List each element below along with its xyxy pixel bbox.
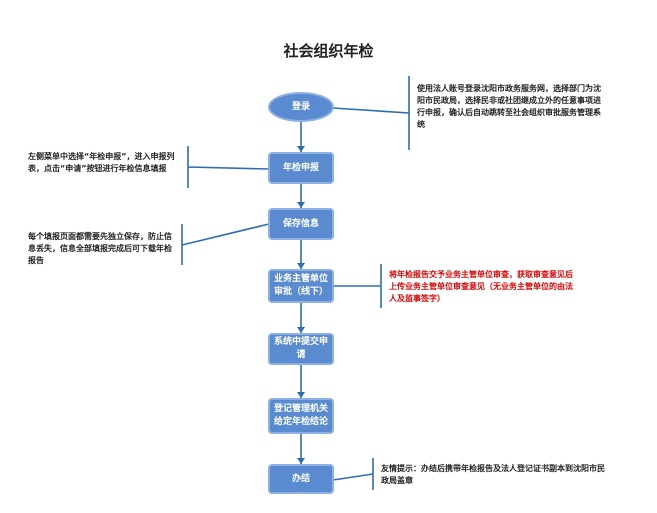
arrowhead <box>297 146 305 152</box>
note-finish-tip: 友情提示：办结后携带年检报告及法人登记证书副本到沈阳市民政局盖章 <box>381 464 605 485</box>
arrowhead <box>297 202 305 208</box>
callout-bracket-declare <box>187 146 270 188</box>
callout-bracket-login <box>332 76 410 150</box>
step-annual-declare: 年检申报 <box>268 152 334 184</box>
note-login: 使用法人账号登录沈阳市政务服务网，选择部门为沈阳市民政局，选择民非或社团继成立外… <box>417 84 601 129</box>
arrowhead <box>297 263 305 269</box>
arrowhead <box>297 392 305 398</box>
step-finish: 办结 <box>268 464 334 494</box>
callout-bracket-finish <box>332 458 374 490</box>
step-submit-application: 系统中提交申请 <box>268 333 334 365</box>
diagram-title: 社会组织年检 <box>283 42 374 60</box>
step-login: 登录 <box>268 92 334 122</box>
step-save-info: 保存信息 <box>268 208 334 240</box>
callout-bracket-save <box>181 223 270 265</box>
note-annual-declare: 左侧菜单中选择“年检申报”，进入申报列表，点击“申请”按钮进行年检信息填报 <box>28 152 175 173</box>
arrowhead <box>297 327 305 333</box>
note-supervisor-approval: 将年检报告交予业务主管单位审查，获取审查意见后上传业务主管单位审查意见（无业务主… <box>389 270 573 303</box>
arrowhead <box>297 458 305 464</box>
note-save-info: 每个填报页面都需要先独立保存，防止信息丢失，信息全部填报完成后可下载年检报告 <box>28 232 172 265</box>
step-supervisor-approval: 业务主管单位审批（线下） <box>268 269 334 303</box>
step-registration-conclusion: 登记管理机关给定年检结论 <box>268 398 334 434</box>
callout-bracket-approval <box>333 264 382 308</box>
